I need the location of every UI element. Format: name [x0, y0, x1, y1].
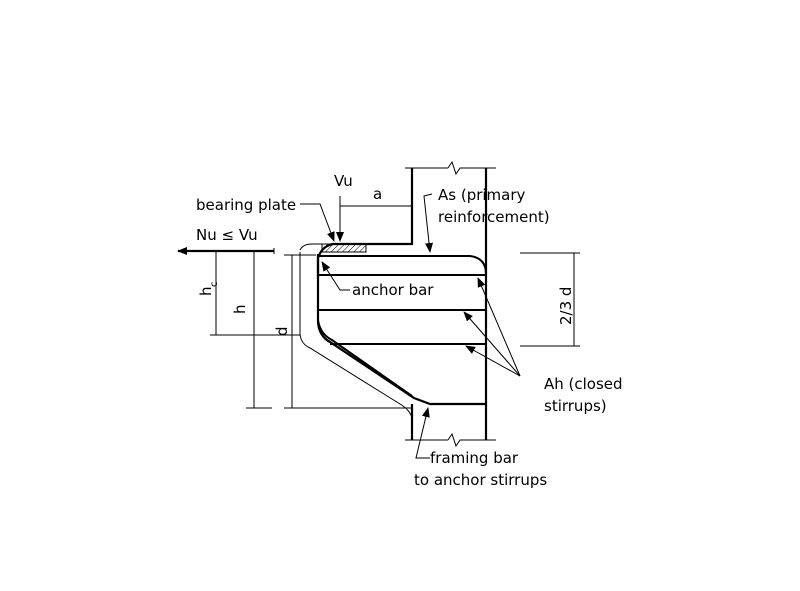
- as-primary-label-2: reinforcement): [438, 208, 550, 226]
- reinforcement: [299, 243, 487, 420]
- dimension-two-thirds-d: [520, 252, 580, 347]
- dimension-a: [339, 200, 413, 212]
- d-label: d: [273, 326, 291, 336]
- dimension-hc: [210, 250, 300, 336]
- primary-reinforcement: [318, 255, 487, 420]
- hc-sub-label: c: [209, 282, 220, 288]
- a-label: a: [373, 185, 382, 203]
- as-primary-label-1: As (primary: [438, 186, 526, 204]
- nu-vu-label: Nu ≤ Vu: [196, 226, 258, 244]
- anchor-bar-label: anchor bar: [352, 281, 434, 299]
- vu-label: Vu: [334, 172, 353, 190]
- dimension-d: [284, 254, 412, 409]
- framing-bar: [317, 256, 413, 397]
- ah-label-2: stirrups): [544, 397, 607, 415]
- framing-bar-label-1: framing bar: [430, 449, 519, 467]
- two-thirds-d-label: 2/3 d: [557, 287, 575, 325]
- hc-label: h: [197, 286, 215, 296]
- bearing-plate-label: bearing plate: [196, 196, 296, 214]
- bearing-plate: [321, 243, 367, 253]
- h-label: h: [231, 304, 249, 314]
- leaders: [300, 193, 521, 459]
- ah-label-1: Ah (closed: [544, 375, 623, 393]
- framing-bar-label-2: to anchor stirrups: [414, 471, 547, 489]
- dimension-h: [246, 251, 272, 409]
- concrete-outline: [316, 160, 496, 448]
